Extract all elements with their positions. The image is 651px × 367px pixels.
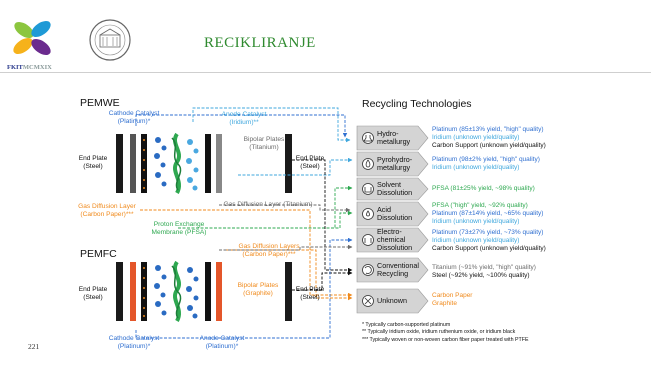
pemfc-title: PEMFC	[80, 248, 117, 260]
pemfc-end-plate-left-label: End Plate(Steel)	[78, 286, 108, 301]
pemwe-cathode-catalyst-label: Cathode Catalyst(Platinum)*	[108, 110, 160, 125]
pemwe-bipolar-plates-label: Bipolar Plates(Titanium)	[243, 136, 285, 151]
results-unknown: Carbon Paper Graphite	[432, 292, 473, 307]
pemwe-gdl-titanium-label: Gas Diffusion Layer (Titanium)	[223, 201, 313, 208]
pemfc-end-plate-left	[116, 262, 123, 321]
pemfc-end-plate-right-label: End Plate(Steel)	[295, 286, 325, 301]
pemfc-bipolar-plates-label: Bipolar Plates(Graphite)	[237, 282, 279, 297]
pemwe-bipolar-plate-left	[130, 134, 136, 193]
pemwe-end-plate-left	[116, 134, 123, 193]
pemwe-end-plate-right	[285, 134, 292, 193]
results-hydrometallurgy: Platinum (85±13% yield, "high" quality) …	[432, 126, 546, 149]
recycling-boxes	[356, 125, 429, 314]
results-acid-dissolution: PFSA ("high" yield, ~92% quality) Platin…	[432, 202, 544, 225]
university-seal-icon	[88, 18, 132, 62]
recycling-title: Recycling Technologies	[362, 98, 472, 110]
pemwe-end-plate-right-label: End Plate(Steel)	[295, 155, 325, 170]
tech-hydrometallurgy: Hydro-metallurgy	[377, 129, 411, 147]
brand-text: FKITMCMXIX	[7, 64, 52, 71]
tech-unknown: Unknown	[377, 296, 407, 305]
pemwe-end-plate-left-label: End Plate(Steel)	[78, 155, 108, 170]
pemfc-membrane-particles	[154, 260, 199, 322]
tech-pyrohydrometallurgy: Pyrohydro-metallurgy	[377, 155, 413, 173]
tech-icons	[362, 132, 374, 307]
pemwe-gdl-carbon-label: Gas Diffusion Layer(Carbon Paper)***	[78, 203, 136, 218]
pemwe-gdl-right	[205, 134, 211, 193]
pemfc-gdl-left	[141, 262, 147, 321]
pemwe-membrane-particles	[154, 132, 199, 194]
fkit-logo	[10, 16, 54, 60]
pemwe-catalyst-dots	[143, 139, 145, 189]
results-electrochemical-dissolution: Platinum (73±27% yield, ~73% quality) Ir…	[432, 229, 546, 252]
header-divider	[0, 72, 651, 73]
pemfc-anode-catalyst-label: Anode Catalyst(Platinum)*	[199, 335, 245, 350]
flow-connectors	[135, 107, 353, 339]
pemwe-title: PEMWE	[80, 97, 120, 109]
footnote: * Typically carbon-supported platinum	[362, 322, 451, 328]
results-conventional-recycling: Titanium (~91% yield, "high" quality) St…	[432, 264, 536, 279]
pemfc-gdl-label: Gas Diffusion Layers(Carbon Paper)***	[238, 243, 300, 258]
footnote: ** Typically iridium oxide, iridium ruth…	[362, 329, 516, 336]
slide-number: 221	[28, 342, 40, 351]
pemwe-bipolar-plate-right	[216, 134, 222, 193]
footnote: *** Typically woven or non-woven carbon …	[362, 336, 529, 343]
pemwe-anode-catalyst-label: Anode Catalyst(Iridium)**	[221, 111, 267, 126]
pemfc-gdl-right	[205, 262, 211, 321]
pemfc-cathode-catalyst-label: Cathode Catalyst(Platinum)*	[108, 335, 160, 350]
pemfc-bipolar-plate-right	[216, 262, 222, 321]
pemwe-gdl-left	[141, 134, 147, 193]
results-solvent-dissolution: PFSA (81±25% yield, ~98% quality)	[432, 185, 535, 192]
results-pyrohydrometallurgy: Platinum (98±2% yield, "high" quality) I…	[432, 156, 540, 171]
page-title: RECIKLIRANJE	[204, 35, 316, 51]
pemfc-bipolar-plate-left	[130, 262, 136, 321]
footnotes: * Typically carbon-supported platinum **…	[362, 322, 529, 344]
pemfc-end-plate-right	[285, 262, 292, 321]
